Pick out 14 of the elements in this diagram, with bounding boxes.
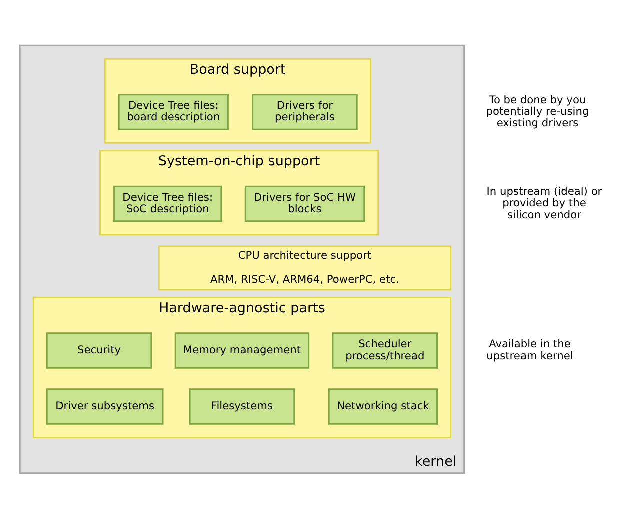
node-box: Device Tree files: board description [118, 94, 229, 130]
node-box: Driver subsystems [46, 388, 164, 425]
label: In upstream (ideal) or provided by the silicon vendor [486, 185, 602, 222]
node-box: Filesystems [189, 388, 296, 425]
node-box: Drivers for peripherals [252, 94, 358, 130]
node-box: Drivers for SoC HW blocks [244, 186, 366, 222]
node-box: Networking stack [328, 388, 438, 425]
label: Available in the upstream kernel [486, 338, 574, 362]
node-box: Memory management [174, 332, 310, 369]
node-box: CPU architecture support ARM, RISC-V, ARM64, PowerPC, etc. [158, 246, 452, 291]
node-box: Security [46, 332, 152, 369]
node-box: Device Tree files: SoC description [114, 186, 222, 222]
node-box: Scheduler process/thread [332, 332, 438, 369]
label: To be done by you potentially re-using existing drivers [486, 93, 590, 130]
